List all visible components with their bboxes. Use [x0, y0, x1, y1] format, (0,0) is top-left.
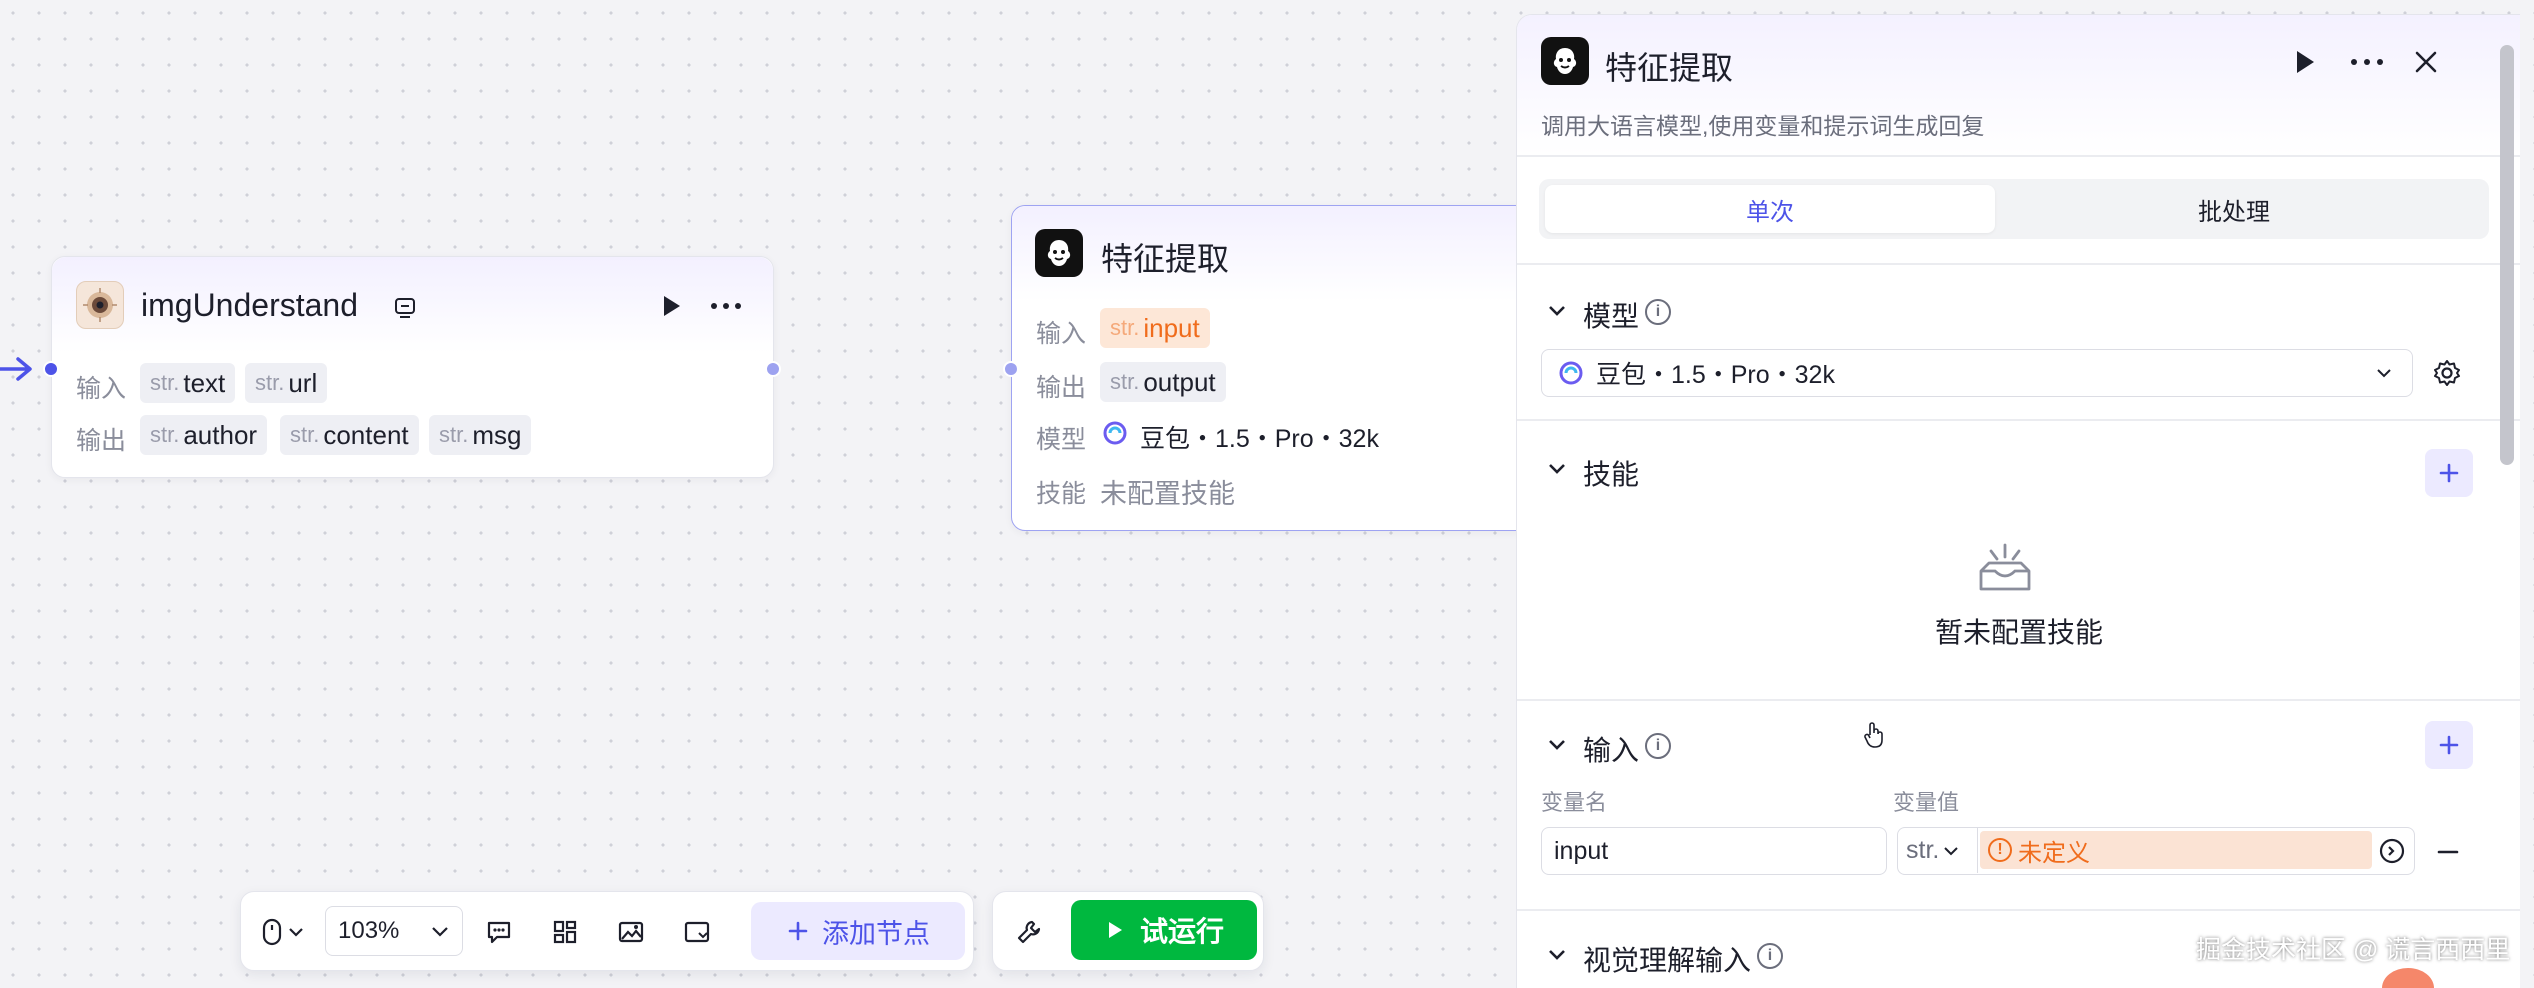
output-port[interactable]	[765, 361, 781, 377]
output-label: 输出	[76, 427, 127, 455]
node-feature-extract[interactable]: 特征提取 输入 str.input 输出 str.output 模型 豆包・1.…	[1011, 205, 1571, 531]
type-select[interactable]: str.	[1898, 828, 1978, 873]
run-node-icon[interactable]	[2287, 45, 2321, 79]
minimap-icon	[684, 921, 710, 943]
node-title: imgUnderstand	[141, 287, 358, 323]
add-node-label: 添加节点	[822, 918, 930, 949]
export-image-button[interactable]	[609, 910, 653, 954]
img-understand-icon	[76, 281, 124, 329]
output-tag-author: str.author	[140, 415, 268, 455]
output-tag-output: str.output	[1100, 362, 1226, 402]
input-label: 输入	[1036, 320, 1087, 348]
add-node-button[interactable]: 添加节点	[751, 902, 965, 960]
info-icon[interactable]: i	[1757, 943, 1783, 969]
tab-switcher: 单次 批处理	[1539, 179, 2489, 239]
vision-section-title: 视觉理解输入	[1583, 945, 1752, 976]
edge-arrow-icon	[0, 357, 32, 381]
zoom-select[interactable]: 103%	[325, 906, 463, 956]
col-value-header: 变量值	[1893, 790, 1960, 815]
watermark-text: 掘金技术社区 @ 谎言西西里	[2196, 936, 2511, 964]
chevron-down-icon	[1944, 846, 1959, 855]
info-icon[interactable]: i	[1645, 733, 1671, 759]
zoom-value: 103%	[338, 917, 400, 944]
comment-icon	[487, 921, 511, 944]
plus-icon	[2439, 735, 2459, 755]
run-toolbar: 试运行	[992, 891, 1264, 971]
play-icon	[1108, 922, 1122, 938]
collapse-chevron-icon[interactable]	[1543, 297, 1571, 325]
more-options-icon[interactable]	[708, 291, 744, 321]
pointer-mode-button[interactable]	[259, 910, 311, 954]
panel-scrollbar[interactable]	[2500, 45, 2514, 465]
col-name-header: 变量名	[1541, 790, 1608, 815]
canvas-toolbar: 103% 添加节点	[240, 891, 974, 971]
input-tag-text: str.text	[140, 363, 236, 403]
layout-grid-icon	[553, 920, 577, 944]
input-tag-url: str.url	[245, 363, 328, 403]
variable-value-field: str. ! 未定义	[1897, 827, 2415, 875]
skill-label: 技能	[1036, 480, 1087, 508]
variable-name-input[interactable]: input	[1541, 827, 1887, 875]
llm-node-icon	[1035, 229, 1083, 277]
add-input-button[interactable]	[2425, 721, 2473, 769]
mouse-icon	[262, 918, 282, 946]
panel-description: 调用大语言模型,使用变量和提示词生成回复	[1541, 113, 1985, 139]
model-label: 模型	[1036, 426, 1087, 454]
panel-node-icon	[1541, 37, 1589, 85]
doubao-model-icon	[1103, 421, 1127, 445]
input-section-title: 输入	[1583, 735, 1640, 766]
collapse-chevron-icon[interactable]	[1543, 941, 1571, 969]
input-port[interactable]	[43, 361, 59, 377]
input-tag-input: str.input	[1100, 308, 1210, 348]
model-value: 豆包・1.5・Pro・32k	[1140, 425, 1379, 453]
tab-single[interactable]: 单次	[1545, 185, 1995, 233]
wrench-icon	[1017, 920, 1041, 944]
avatar	[2382, 968, 2434, 988]
node-config-panel: 特征提取 调用大语言模型,使用变量和提示词生成回复 单次 批处理 模型 i 豆包…	[1516, 14, 2520, 988]
output-label: 输出	[1036, 374, 1087, 402]
more-options-icon[interactable]	[2347, 45, 2387, 79]
warning-icon: !	[1988, 838, 2012, 862]
skill-value: 未配置技能	[1100, 479, 1235, 509]
cursor-hand-icon	[1864, 722, 1883, 748]
skill-empty-text: 暂未配置技能	[1934, 617, 2103, 648]
remove-row-icon[interactable]	[2433, 837, 2463, 867]
comment-button[interactable]	[477, 910, 521, 954]
input-label: 输入	[76, 375, 127, 403]
skill-section-title: 技能	[1583, 459, 1640, 490]
chevron-down-icon	[2377, 369, 2391, 378]
collapse-chevron-icon[interactable]	[1543, 455, 1571, 483]
empty-box-icon	[1979, 543, 2031, 591]
node-img-understand[interactable]: imgUnderstand 输入 str.text str.url 输出 str…	[51, 256, 774, 478]
gear-icon[interactable]	[2431, 357, 2463, 389]
node-title: 特征提取	[1101, 241, 1230, 277]
plugin-badge-icon	[395, 298, 415, 318]
plus-icon	[788, 921, 808, 941]
auto-layout-button[interactable]	[543, 910, 587, 954]
output-tag-content: str.content	[280, 415, 419, 455]
test-run-button[interactable]: 试运行	[1071, 900, 1257, 960]
collapse-chevron-icon[interactable]	[1543, 731, 1571, 759]
panel-title[interactable]: 特征提取	[1605, 50, 1734, 86]
tab-batch[interactable]: 批处理	[2198, 198, 2270, 226]
model-select-value: 豆包・1.5・Pro・32k	[1596, 361, 1835, 389]
info-icon[interactable]: i	[1645, 299, 1671, 325]
model-select[interactable]: 豆包・1.5・Pro・32k	[1541, 349, 2413, 397]
close-icon[interactable]	[2409, 45, 2443, 79]
add-skill-button[interactable]	[2425, 449, 2473, 497]
test-run-label: 试运行	[1139, 916, 1224, 947]
input-port[interactable]	[1003, 361, 1019, 377]
value-undefined-tag[interactable]: ! 未定义	[1980, 831, 2372, 869]
chevron-down-icon	[289, 928, 303, 937]
doubao-model-icon	[1559, 361, 1583, 385]
plus-icon	[2439, 463, 2459, 483]
image-icon	[618, 921, 644, 943]
minimap-button[interactable]	[675, 910, 719, 954]
run-node-icon[interactable]	[656, 291, 686, 321]
variable-reference-icon[interactable]	[2378, 837, 2406, 865]
chevron-down-icon	[432, 927, 448, 937]
model-section-title: 模型	[1583, 301, 1640, 332]
debug-tools-button[interactable]	[1007, 910, 1051, 954]
output-tag-msg: str.msg	[429, 415, 532, 455]
